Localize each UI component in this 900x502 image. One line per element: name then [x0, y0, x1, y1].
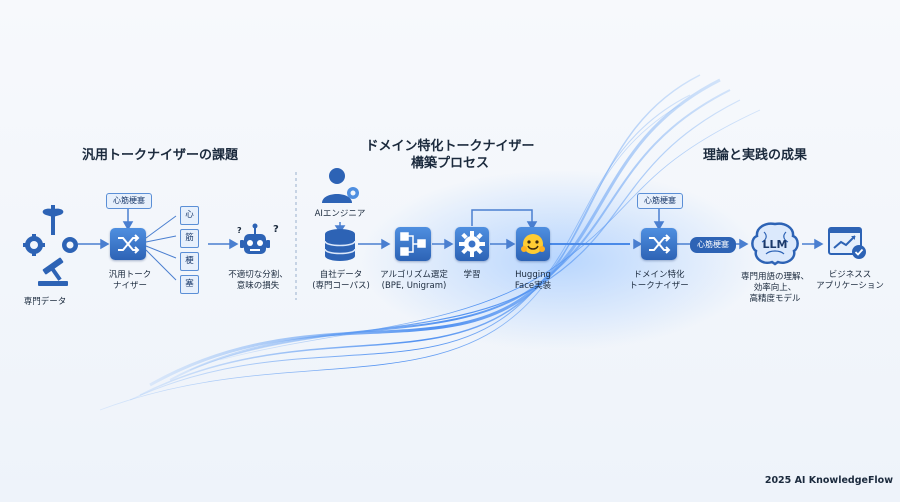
- corpus-line2: (専門コーパス): [312, 281, 370, 291]
- process-title-line1: ドメイン特化トークナイザー: [365, 139, 535, 154]
- training-label: 学習: [463, 270, 481, 280]
- ai-engineer-label: AIエンジニア: [314, 209, 366, 219]
- domain-tokenizer-icon: [641, 228, 677, 260]
- process-title-line2: 構築プロセス: [410, 156, 489, 171]
- algorithm-line1: アルゴリズム選定: [380, 270, 448, 280]
- domain-tokenizer-label: ドメイン特化 トークナイザー: [622, 270, 696, 292]
- token-chip-1: 心: [180, 206, 199, 225]
- hugging-face-label: Hugging Face実装: [503, 270, 563, 292]
- hugging-face-icon: [516, 227, 550, 261]
- footer-brand: 2025 AI KnowledgeFlow: [764, 475, 893, 486]
- token-chip-4: 塞: [180, 275, 199, 294]
- result-term-chip: 心筋梗塞: [637, 193, 683, 209]
- llm-text: LLM: [763, 238, 788, 251]
- business-app-icon: [826, 224, 868, 262]
- challenge-section-title: 汎用トークナイザーの課題: [81, 148, 238, 163]
- hf-line1: Hugging: [515, 270, 551, 280]
- process-section-title: ドメイン特化トークナイザー 構築プロセス: [340, 138, 560, 172]
- algorithm-label: アルゴリズム選定 (BPE, Unigram): [372, 270, 456, 292]
- corpus-label: 自社データ (専門コーパス): [296, 270, 386, 292]
- hf-line2: Face実装: [514, 281, 552, 291]
- bad-split-line2: 意味の損失: [236, 281, 280, 291]
- bad-split-label: 不適切な分割、 意味の損失: [218, 270, 298, 292]
- domain-tokenizer-line1: ドメイン特化: [633, 270, 685, 280]
- specialized-data-label: 専門データ: [23, 297, 67, 307]
- specialized-data-icon: [22, 203, 84, 291]
- llm-desc-line3: 高精度モデル: [749, 294, 801, 304]
- llm-description: 専門用語の理解、 効率向上、 高精度モデル: [730, 272, 820, 305]
- whole-token-chip: 心筋梗塞: [690, 237, 736, 253]
- svg-text:?: ?: [237, 226, 242, 235]
- term-chip: 心筋梗塞: [106, 193, 152, 209]
- corpus-database-icon: [322, 228, 358, 262]
- domain-tokenizer-line2: トークナイザー: [629, 281, 689, 291]
- llm-desc-line2: 効率向上、: [753, 283, 797, 293]
- results-section-title: 理論と実践の成果: [702, 148, 807, 163]
- bad-split-line1: 不適切な分割、: [228, 270, 288, 280]
- token-chip-2: 筋: [180, 229, 199, 248]
- corpus-line1: 自社データ: [319, 270, 363, 280]
- generic-tokenizer-line1: 汎用トーク: [108, 270, 152, 280]
- generic-tokenizer-line2: ナイザー: [112, 281, 147, 291]
- token-chip-3: 梗: [180, 252, 199, 271]
- business-line2: アプリケーション: [816, 281, 884, 291]
- llm-desc-line1: 専門用語の理解、: [740, 272, 809, 282]
- svg-text:?: ?: [273, 224, 279, 235]
- algorithm-line2: (BPE, Unigram): [381, 281, 447, 291]
- llm-brain-icon: LLM: [748, 220, 802, 268]
- generic-tokenizer-label: 汎用トーク ナイザー: [100, 270, 160, 292]
- training-gear-icon: [455, 227, 489, 261]
- ai-engineer-icon: [316, 165, 362, 205]
- algorithm-icon: [395, 227, 431, 261]
- confused-robot-icon: ? ?: [236, 222, 280, 262]
- generic-tokenizer-icon: [110, 228, 146, 260]
- business-app-label: ビジネスス アプリケーション: [808, 270, 892, 292]
- business-line1: ビジネスス: [828, 270, 872, 280]
